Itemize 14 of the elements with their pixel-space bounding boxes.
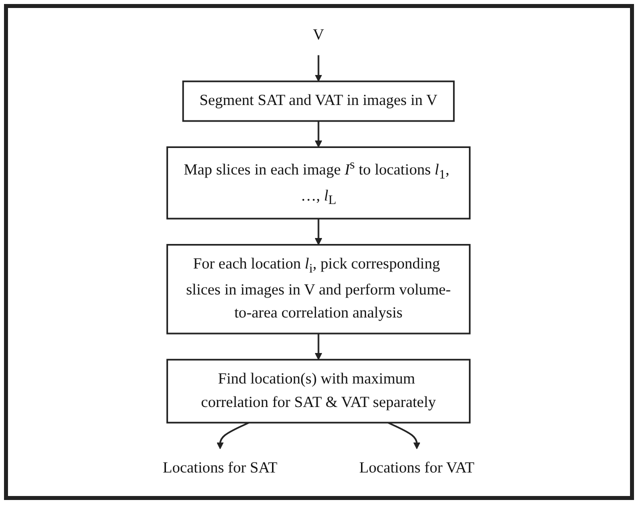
node-text: V: [313, 26, 325, 44]
arrow: [315, 218, 323, 246]
arrow: [216, 422, 250, 450]
node-box: [166, 358, 471, 424]
node-text: Locations for SAT: [163, 459, 278, 477]
node-box: [182, 80, 456, 122]
frame-border: V Segment SAT and VAT in images in V Map slices in each image I$^{s}$ to locations l$_{1}$, …, l$_{L}$ For each location l$_{i}$, pick corresponding slices in images in V and perform volume-to-area correlation analysis Find location(s) with maximum correlation for SAT & VAT separately Locations for SAT Locations for VAT: [4, 4, 634, 500]
node-text: Locations for VAT: [360, 459, 475, 477]
node-box: [166, 146, 471, 220]
arrow: [315, 334, 323, 360]
arrow: [315, 121, 323, 148]
arrow: [388, 422, 421, 450]
node-box: [166, 244, 471, 334]
arrow: [315, 55, 323, 82]
